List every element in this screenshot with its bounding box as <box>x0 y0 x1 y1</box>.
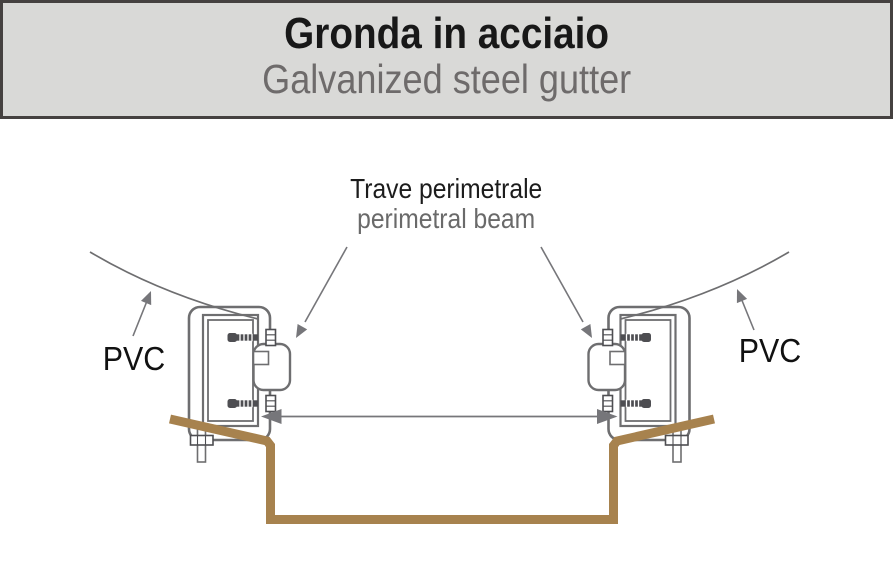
span-arrow <box>261 409 618 424</box>
anchor-nut-left <box>189 434 214 446</box>
beam-callout-arrow-right <box>540 246 592 338</box>
bolt-bottom <box>227 394 277 413</box>
arrowhead-left-icon <box>261 409 282 424</box>
page-title: Gronda in acciaio <box>284 9 609 58</box>
beam-label-italian: Trave perimetrale <box>350 173 543 204</box>
pvc-label-left: PVC <box>102 340 166 377</box>
arrowhead-right-icon <box>597 409 618 424</box>
arrowhead-icon <box>580 324 592 338</box>
beam-callout-arrow-left <box>296 246 348 338</box>
header-banner: Gronda in acciaio Galvanized steel gutte… <box>0 0 893 119</box>
arrowhead-icon <box>736 289 748 304</box>
bolt-top <box>227 328 277 347</box>
arrowhead-icon <box>296 324 308 338</box>
pvc-callout-arrow-left <box>132 291 152 337</box>
page-subtitle: Galvanized steel gutter <box>261 55 632 102</box>
steel-gutter-channel <box>169 414 715 524</box>
pvc-callout-arrow-right <box>736 289 755 331</box>
anchor-nut-right <box>664 434 689 446</box>
arrowhead-icon <box>141 291 152 306</box>
pvc-membrane-left <box>89 251 259 320</box>
perimetral-beam <box>201 313 260 428</box>
pvc-label-right: PVC <box>738 332 802 369</box>
beam-label-english: perimetral beam <box>357 203 536 234</box>
pvc-membrane-right <box>620 251 790 320</box>
